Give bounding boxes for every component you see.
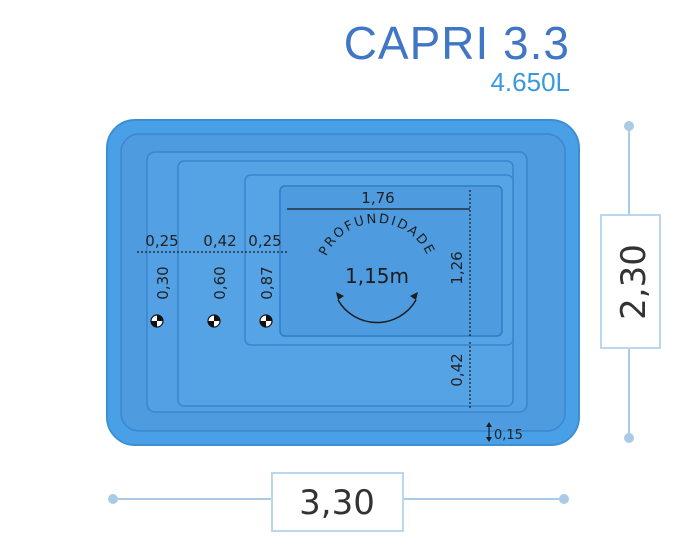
height-dim-bottom-dot [624,433,634,443]
depth-value: 1,15m [345,264,409,288]
edge-arrow-down [486,437,492,442]
level-marker-1 [150,314,164,328]
step-width-3: 0,25 [248,232,281,250]
deep-area [279,185,503,337]
step-width-1: 0,25 [145,232,178,250]
edge-label: 0,15 [494,428,523,443]
width-dim-right-dot [559,494,569,504]
height-dim-box [600,214,661,349]
inner-length-label: 1,76 [361,189,394,207]
width-dim-left-dot [108,494,118,504]
overall-height-label: 2,30 [614,244,654,320]
width-dim-box [271,472,404,532]
volume-label: 4.650L [490,67,570,97]
model-name: CAPRI 3.3 [343,17,570,69]
step-depth-2: 0,60 [211,266,229,299]
step-depth-3: 0,87 [258,266,276,299]
inner-width-label: 1,26 [448,251,466,284]
level-marker-3 [259,314,273,328]
height-dim-top-dot [624,121,634,131]
depth-arrow-left [336,292,344,300]
level-marker-2 [207,314,221,328]
depth-arrow-right [410,292,418,300]
edge-arrow-up [486,422,492,427]
title-block: CAPRI 3.3 4.650L [344,18,570,96]
bottom-step-label: 0,42 [448,353,466,386]
step-width-2: 0,42 [203,232,236,250]
overall-width-label: 3,30 [299,483,375,523]
step-depth-1: 0,30 [154,266,172,299]
depth-arc-bottom [337,299,417,324]
